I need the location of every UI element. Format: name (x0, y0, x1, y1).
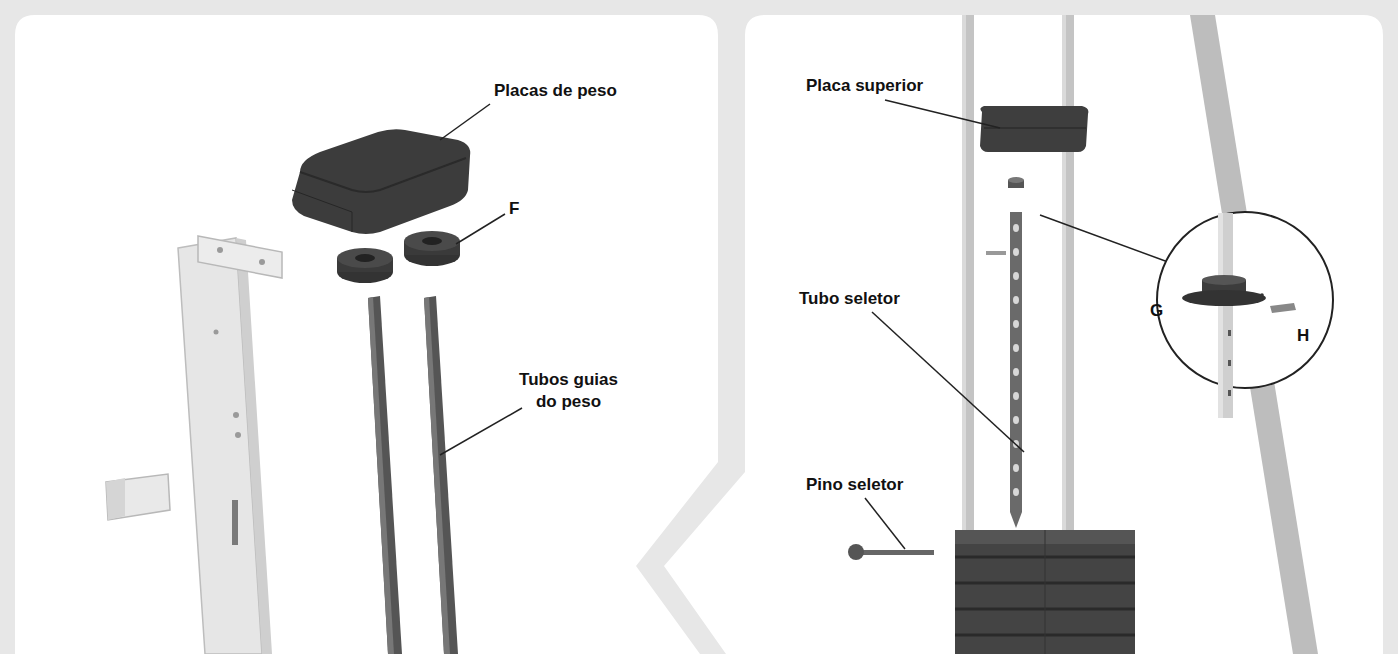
leader-line (1040, 215, 1168, 262)
right-panel (664, 15, 1383, 654)
leader-line (440, 100, 1024, 549)
part-label: Tubos guias do peso (516, 369, 621, 413)
part-label: Placa superior (806, 75, 923, 97)
part-label: Tubo seletor (799, 288, 900, 310)
part-label: Placas de peso (494, 80, 617, 102)
callout-letter: G (1150, 300, 1163, 322)
bushing (337, 231, 460, 283)
guide-tube (368, 296, 458, 654)
detail-circle (1157, 212, 1333, 418)
selector-pin (848, 544, 934, 560)
top-plate (980, 106, 1088, 152)
weight-stack (955, 530, 1135, 654)
left-panel (15, 15, 718, 654)
callout-letter: F (509, 198, 519, 220)
part-label: Pino seletor (806, 474, 903, 496)
selector-tube (986, 177, 1024, 528)
frame-post (106, 236, 282, 654)
callout-letter: H (1297, 325, 1309, 347)
weight-plate (292, 129, 470, 234)
guide-rail (962, 15, 1074, 545)
